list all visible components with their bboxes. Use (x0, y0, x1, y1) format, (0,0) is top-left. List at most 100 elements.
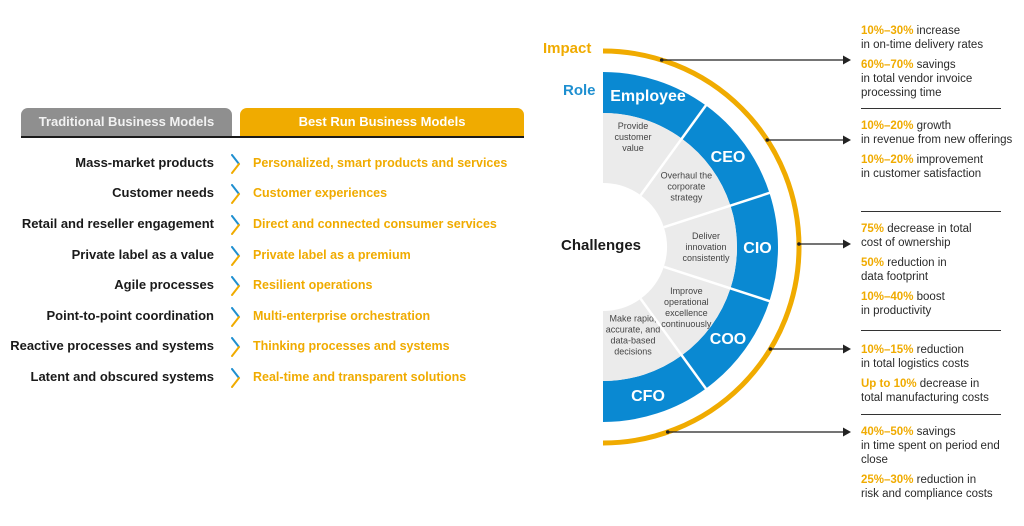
impact-percentage: Up to 10% (861, 378, 917, 390)
impact-text: decrease in total (884, 223, 972, 235)
best-run-models-header: Best Run Business Models (240, 108, 524, 136)
impact-percentage: 10%–40% (861, 291, 914, 303)
challenge-text: data-based (610, 336, 655, 346)
challenge-segment (640, 266, 731, 356)
impact-arrow-dot (797, 242, 801, 246)
traditional-model-text: Customer needs (112, 185, 214, 200)
challenge-text: Deliver (692, 231, 720, 241)
impact-item: 75% decrease in total cost of ownership (861, 222, 1021, 250)
impact-text-detail: in total vendor invoice processing time (861, 73, 973, 99)
challenge-text: Make rapid, (609, 314, 656, 324)
impact-text-detail: cost of ownership (861, 237, 951, 249)
impact-item: 60%–70% savings in total vendor invoice p… (861, 58, 1021, 100)
role-label-coo: COO (710, 331, 746, 348)
arrow-right-icon (843, 427, 851, 437)
comparison-row: Agile processes Resilient operations (0, 274, 530, 296)
traditional-model-text: Reactive processes and systems (10, 338, 214, 353)
impact-item: 40%–50% savings in time spent on period e… (861, 425, 1021, 467)
traditional-model-text: Mass-market products (75, 155, 214, 170)
arrow-right-icon (843, 239, 851, 249)
challenge-text: value (622, 143, 644, 153)
challenge-text: innovation (685, 242, 726, 252)
impact-label: Impact (543, 40, 592, 57)
chevron-right-icon (231, 307, 240, 327)
role-segment (603, 355, 706, 422)
impact-percentage: 10%–20% (861, 154, 914, 166)
impact-text: reduction in (884, 257, 947, 269)
challenge-segment (640, 138, 731, 228)
chevron-right-icon (231, 154, 240, 174)
segment-divider (639, 298, 708, 391)
impact-percentage: 10%–30% (861, 25, 914, 37)
challenges-label: Challenges (561, 237, 642, 254)
best-run-model-text: Direct and connected consumer services (253, 217, 497, 231)
impact-arrow-dot (768, 347, 773, 351)
role-segment (681, 105, 770, 206)
traditional-model-text: Agile processes (114, 277, 214, 292)
impact-percentage: 75% (861, 223, 885, 235)
challenge-text: operational (664, 297, 709, 307)
challenge-text: corporate (667, 181, 705, 191)
impact-divider (861, 414, 1001, 415)
challenge-text: Overhaul the (661, 170, 713, 180)
impact-arrow-dot (765, 138, 770, 142)
arrow-right-icon (843, 135, 851, 145)
impact-text: savings (913, 426, 956, 438)
best-run-model-text: Customer experiences (253, 186, 388, 200)
traditional-model-text: Private label as a value (71, 247, 214, 262)
challenge-text: accurate, and (606, 325, 661, 335)
challenge-segment (603, 298, 682, 381)
impact-group: 75% decrease in total cost of ownership 50… (861, 222, 1021, 324)
best-run-model-text: Multi-enterprise orchestration (253, 309, 431, 323)
traditional-model-text: Retail and reseller engagement (21, 216, 214, 231)
challenge-text: continuously (661, 319, 712, 329)
best-run-model-text: Real-time and transparent solutions (253, 370, 467, 384)
traditional-model-text: Latent and obscured systems (30, 369, 215, 384)
impact-percentage: 60%–70% (861, 59, 914, 71)
best-run-model-text: Resilient operations (253, 278, 373, 292)
impact-text-detail: in productivity (861, 305, 932, 317)
impact-text: savings (913, 59, 956, 71)
challenge-text: excellence (665, 308, 708, 318)
chevron-right-icon (231, 215, 240, 235)
arrow-right-icon (843, 55, 851, 65)
best-run-model-text: Personalized, smart products and service… (253, 156, 508, 170)
role-segment (730, 192, 778, 302)
impact-arc (602, 48, 802, 446)
role-label-ceo: CEO (711, 149, 746, 166)
chevron-right-icon (231, 337, 240, 357)
segment-divider (663, 265, 771, 303)
impact-text-detail: in time spent on period end close (861, 440, 1000, 466)
impact-percentage: 25%–30% (861, 474, 914, 486)
header-divider (21, 136, 524, 138)
comparison-row: Customer needs Customer experiences (0, 182, 530, 204)
impact-percentage: 10%–20% (861, 120, 914, 132)
traditional-model-text: Point-to-point coordination (46, 308, 214, 323)
impact-divider (861, 108, 1001, 109)
impact-group: 40%–50% savings in time spent on period e… (861, 425, 1021, 507)
comparison-row: Retail and reseller engagement Direct and… (0, 213, 530, 235)
challenge-text: Provide (618, 121, 649, 131)
challenge-text: consistently (682, 253, 730, 263)
impact-divider (861, 211, 1001, 212)
challenge-text: customer (614, 132, 651, 142)
impact-divider (861, 330, 1001, 331)
challenge-segment (663, 205, 738, 289)
impact-percentage: 40%–50% (861, 426, 914, 438)
challenge-text: strategy (670, 192, 703, 202)
impact-text-detail: total manufacturing costs (861, 392, 989, 404)
impact-text: reduction in (913, 474, 977, 486)
role-label-employee: Employee (610, 88, 686, 105)
best-run-model-text: Thinking processes and systems (253, 339, 450, 353)
impact-percentage: 10%–15% (861, 344, 914, 356)
